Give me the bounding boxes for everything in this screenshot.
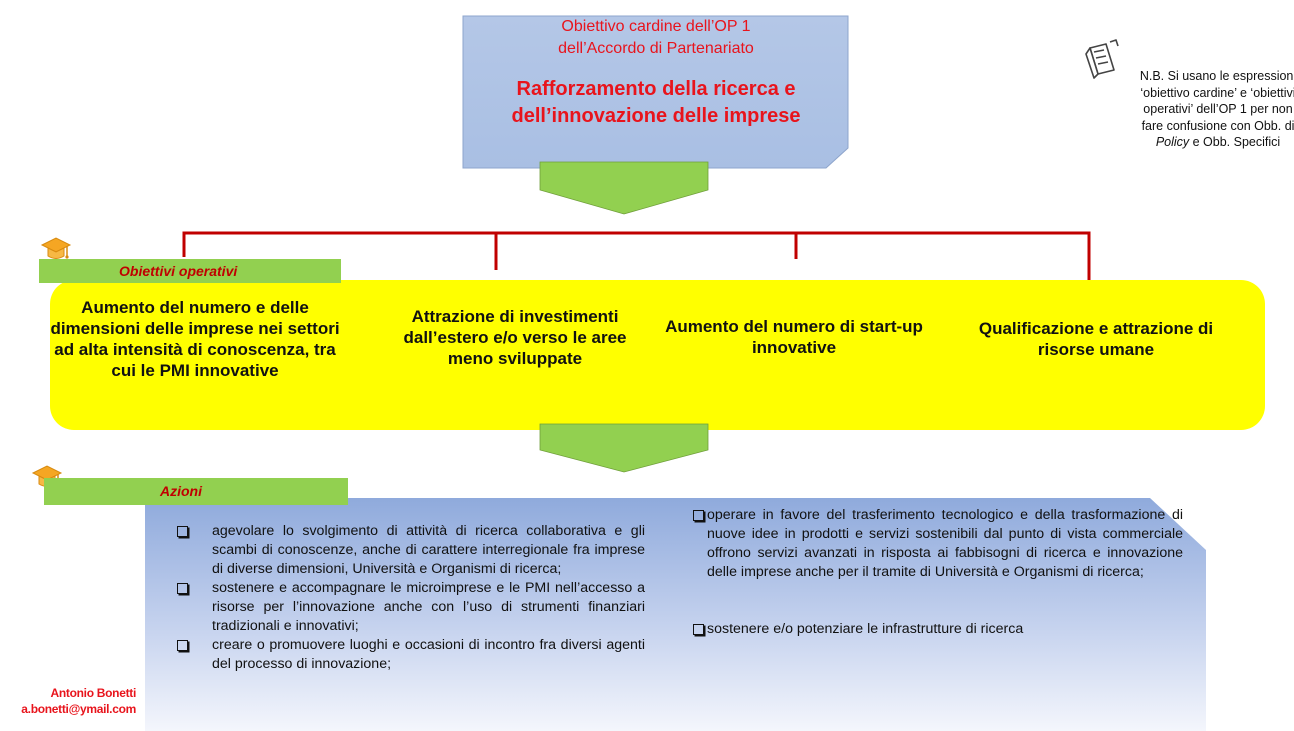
action-text: sostenere e accompagnare le microimprese… — [212, 580, 645, 634]
graduation-cap-icon — [40, 237, 72, 259]
objective-line-1: Obiettivo cardine dell’OP 1 — [561, 18, 751, 35]
chevron-arrow-2 — [539, 423, 709, 473]
objective-item-3: Aumento del numero di start-up innovativ… — [665, 317, 923, 357]
operational-objectives-label: Obiettivi operativi — [39, 259, 341, 283]
objectives-band — [50, 280, 1265, 430]
actions-left-list: agevolare lo svolgimento di attività di … — [175, 522, 645, 674]
note-part-1: N.B. Si usano le espressioni ‘obiettivo … — [1139, 69, 1294, 133]
action-text: sostenere e/o potenziare le infrastruttu… — [707, 621, 1024, 637]
objective-item-2: Attrazione di investimenti dall’estero e… — [403, 307, 627, 368]
checkbox-bullet-icon — [693, 624, 704, 635]
objectives-connector — [182, 231, 1091, 296]
note-part-3: e Obb. Specifici — [1189, 135, 1281, 149]
action-item: operare in favore del trasferimento tecn… — [693, 506, 1183, 582]
objective-item-1: Aumento del numero e delle dimensioni de… — [50, 298, 340, 380]
objective-main: Rafforzamento della ricerca e dell’innov… — [511, 78, 801, 127]
checkbox-bullet-icon — [177, 583, 188, 594]
checkbox-bullet-icon — [177, 640, 188, 651]
note-policy-word: Policy — [1155, 135, 1190, 149]
note-text: N.B. Si usano le espressioni ‘obiettivo … — [1138, 68, 1294, 151]
actions-right-list: operare in favore del trasferimento tecn… — [693, 506, 1183, 639]
objective-box — [462, 15, 849, 169]
action-item: creare o promuovere luoghi e occasioni d… — [175, 636, 645, 674]
actions-label: Azioni — [44, 478, 348, 505]
action-text: operare in favore del trasferimento tecn… — [707, 507, 1183, 580]
action-text: creare o promuovere luoghi e occasioni d… — [212, 637, 645, 672]
checkbox-bullet-icon — [693, 510, 704, 521]
chevron-arrow-1 — [539, 161, 709, 215]
author-credit: Antonio Bonetti a.bonetti@ymail.com — [0, 685, 136, 717]
objective-item-4: Qualificazione e attrazione di risorse u… — [978, 319, 1214, 359]
objective-line-2: dell’Accordo di Partenariato — [558, 40, 754, 57]
author-name: Antonio Bonetti — [50, 686, 137, 700]
checkbox-bullet-icon — [177, 526, 188, 537]
actions-panel — [145, 498, 1206, 731]
action-item: agevolare lo svolgimento di attività di … — [175, 522, 645, 579]
memo-icon — [1085, 39, 1119, 79]
action-item: sostenere e accompagnare le microimprese… — [175, 579, 645, 636]
author-email: a.bonetti@ymail.com — [21, 702, 136, 716]
action-item: sostenere e/o potenziare le infrastruttu… — [693, 620, 1183, 639]
objective-title-block: Obiettivo cardine dell’OP 1 dell’Accordo… — [470, 16, 842, 130]
action-text: agevolare lo svolgimento di attività di … — [212, 523, 645, 577]
